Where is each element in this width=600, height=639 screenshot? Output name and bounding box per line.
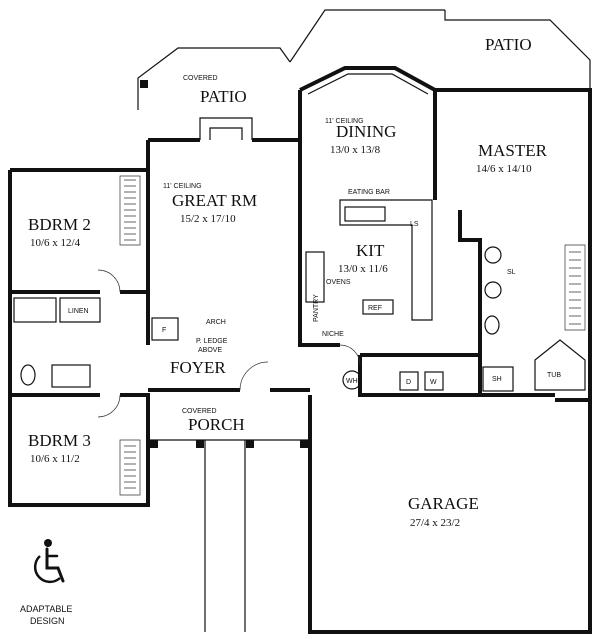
garage-name: GARAGE (408, 494, 479, 513)
porch-name: PORCH (188, 415, 245, 434)
laundry-south-wall (358, 355, 480, 397)
kitchen-name: KIT (356, 241, 385, 260)
water-heater (342, 370, 362, 390)
hall-toilet (20, 364, 36, 386)
ledge-above-label: ABOVE (198, 347, 222, 354)
bedroom3-closet (119, 439, 141, 496)
fireplace-box (151, 317, 179, 341)
garage-size: 27/4 x 23/2 (410, 517, 460, 529)
tub-label: TUB (547, 372, 561, 379)
master-tub (534, 339, 586, 391)
master-sink-1 (484, 246, 502, 264)
kitchen-counter (339, 199, 433, 321)
door-swing-bdrm2 (97, 269, 121, 293)
porch-column-2 (196, 440, 204, 448)
master-toilet (484, 315, 500, 335)
hall-bathtub (13, 297, 57, 323)
washer-label: W (430, 379, 437, 386)
porch-note: COVERED (182, 408, 217, 415)
garage-walls (308, 395, 592, 634)
kitchen-sink (344, 206, 386, 222)
pantry-label: PANTRY (313, 294, 320, 322)
bedroom3-size: 10/6 x 11/2 (30, 453, 80, 465)
dining-note: 11' CEILING (325, 118, 364, 125)
fixtures (13, 80, 586, 496)
master-shower (482, 366, 514, 392)
patio-column (140, 80, 148, 88)
dining-name: DINING (336, 122, 396, 141)
great-room-size: 15/2 x 17/10 (180, 213, 236, 225)
fireplace-label: F (162, 327, 166, 334)
patio-left-note: COVERED (183, 75, 218, 82)
patio-top-outline (289, 9, 445, 63)
master-outer-wall (435, 88, 592, 402)
dining-bay-inner (307, 73, 429, 95)
kitchen-size: 13/0 x 11/6 (338, 263, 388, 275)
arch-label: ARCH (206, 319, 226, 326)
walls (8, 9, 592, 634)
eating-bar-label: EATING BAR (348, 189, 390, 196)
bedroom2-name: BDRM 2 (28, 215, 91, 234)
ledge-label: P. LEDGE (196, 338, 228, 345)
master-closet (564, 244, 586, 331)
adaptable-badge: ADAPTABLE DESIGN (20, 539, 72, 626)
dining-size: 13/0 x 13/8 (330, 144, 381, 156)
fixture-labels: EATING BAR OVENS PANTRY NICHE REF LS LIN… (68, 189, 561, 386)
badge-line2: DESIGN (30, 616, 65, 626)
patio-right-name: PATIO (485, 35, 532, 54)
ovens-cabinet (305, 251, 325, 303)
master-size: 14/6 x 14/10 (476, 163, 532, 175)
dryer (399, 371, 419, 391)
master-name: MASTER (478, 141, 548, 160)
porch-column-1 (150, 440, 158, 448)
hall-vanity (51, 364, 91, 388)
bedroom2-size: 10/6 x 12/4 (30, 237, 81, 249)
door-swing-laundry (339, 344, 361, 366)
ls-label: LS (410, 221, 419, 228)
dryer-label: D (406, 379, 411, 386)
washer (424, 371, 444, 391)
master-inner-wall (458, 210, 555, 397)
patio-left-outline (137, 47, 291, 110)
dining-bay-wall (299, 66, 436, 92)
foyer-name: FOYER (170, 358, 226, 377)
door-swing-bdrm3 (97, 394, 121, 418)
ovens-label: OVENS (326, 279, 351, 286)
great-room-name: GREAT RM (172, 191, 257, 210)
porch-column-4 (300, 440, 308, 448)
wheelchair-icon (33, 539, 65, 584)
fireplace-outline (199, 117, 253, 140)
ref-label: REF (368, 305, 382, 312)
sl-label: SL (507, 269, 516, 276)
room-labels: COVERED PATIO PATIO 11' CEILING DINING 1… (28, 35, 548, 529)
refrigerator (362, 299, 394, 315)
great-room-note: 11' CEILING (163, 183, 202, 190)
walkway-lines (204, 440, 246, 632)
shower-label: SH (492, 376, 502, 383)
kitchen-laundry-wall (298, 275, 482, 395)
bedroom3-walls (8, 393, 150, 507)
patio-left-name: PATIO (200, 87, 247, 106)
linen-label: LINEN (68, 308, 89, 315)
niche-label: NICHE (322, 331, 344, 338)
bedroom3-name: BDRM 3 (28, 431, 91, 450)
door-swing-front (239, 361, 269, 391)
porch-column-3 (246, 440, 254, 448)
bedroom2-closet (119, 175, 141, 246)
wh-label: WH (346, 378, 358, 385)
badge-line1: ADAPTABLE (20, 604, 72, 614)
linen-closet (59, 297, 101, 323)
master-sink-2 (484, 281, 502, 299)
